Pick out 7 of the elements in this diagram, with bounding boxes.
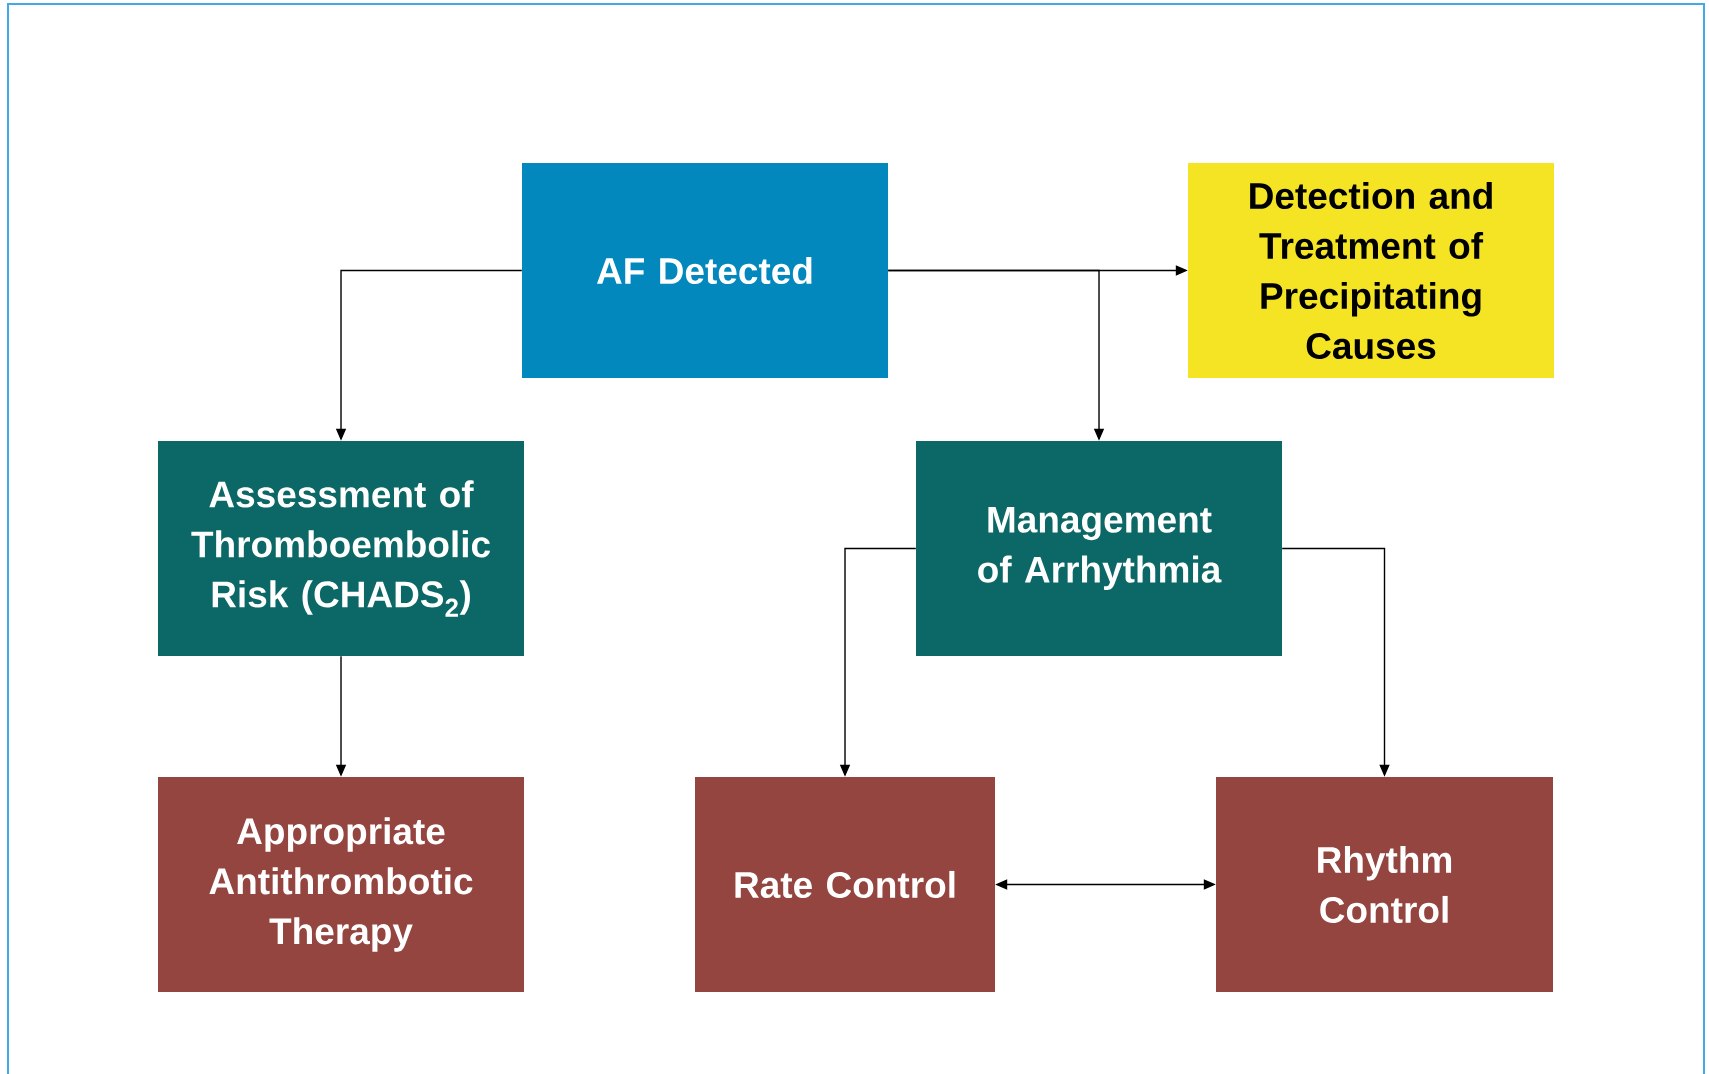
process-box: AF Detected [522,163,888,378]
process-box: Appropriate Antithrombotic Therapy [158,777,524,992]
process-box: Assessment of Thromboembolic Risk (CHADS$_{2}$) [158,441,524,656]
process-box: Rhythm Control [1216,777,1553,992]
process-box: Management of Arrhythmia [916,441,1282,656]
process-box: Detection and Treatment of Precipitating Causes [1188,163,1554,378]
process-box: Rate Control [695,777,995,992]
